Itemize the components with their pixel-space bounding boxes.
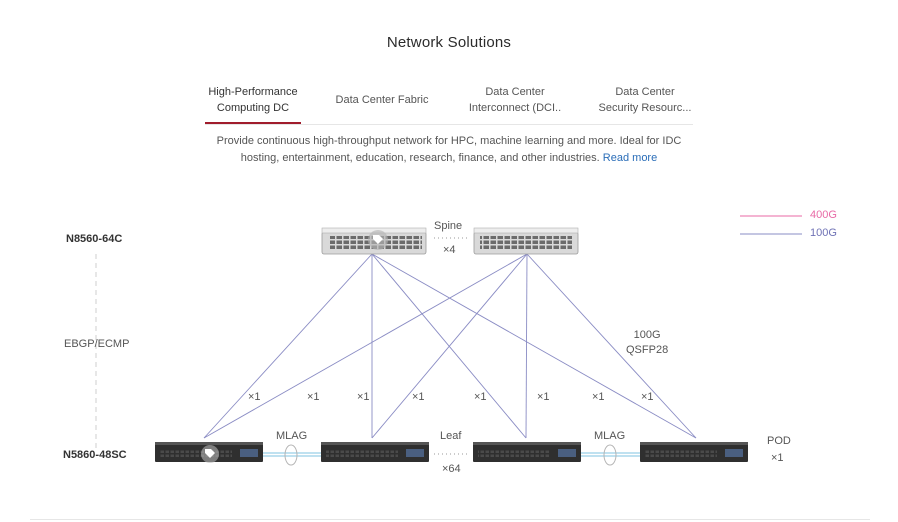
link-count-label: ×1 [537,391,550,403]
link-count-label: ×1 [248,391,261,403]
mlag-link-icon [263,444,321,466]
link-line [203,253,373,439]
leaf-switch-icon [640,442,748,462]
link-count-label: ×1 [474,391,487,403]
link-lines [203,253,697,439]
mlag-link-icon [581,444,640,466]
page-title: Network Solutions [386,34,512,51]
description-text: Provide continuous high-throughput netwo… [216,135,682,164]
link-line [203,253,528,439]
leaf-count: ×64 [442,463,461,475]
link-line [371,253,528,439]
mlag-label: MLAG [276,430,308,442]
leaf-switch-icon [155,442,263,463]
tab-data-center-security[interactable]: Data Center Security Resourc... [598,86,692,114]
link-count-label: ×1 [357,391,370,403]
network-topology-diagram: 400G 100G N8560-64C EBGP/ECMP N5860-48SC… [0,190,898,500]
tab-data-center-interconnect[interactable]: Data Center Interconnect (DCI.. [468,86,562,114]
leaf-switch-icon [473,442,581,462]
legend-100g-label: 100G [810,227,837,239]
solution-tabs: High-Performance Computing DC Data Cente… [205,78,693,125]
link-type-label: 100G QSFP28 [626,329,669,356]
link-line [526,253,697,439]
leaf-switch-icon [321,442,429,462]
section-divider [30,519,870,520]
spine-model-label: N8560-64C [66,233,123,245]
leaf-label: Leaf [440,430,462,442]
solution-description: Provide continuous high-throughput netwo… [200,133,698,167]
link-count-label: ×1 [592,391,605,403]
spine-label: Spine [434,220,463,232]
pod-label: POD [767,435,791,447]
read-more-link[interactable]: Read more [602,152,658,164]
legend-400g-label: 400G [810,209,837,221]
mlag-label: MLAG [594,430,626,442]
topology-svg [95,215,802,466]
spine-switch-icon [321,227,427,255]
link-line [371,253,697,439]
protocol-label: EBGP/ECMP [64,338,130,350]
leaf-model-label: N5860-48SC [63,449,127,461]
link-count-label: ×1 [307,391,320,403]
link-count-label: ×1 [412,391,425,403]
tab-data-center-fabric[interactable]: Data Center Fabric [335,94,429,106]
spine-switch-icon [473,227,579,255]
tab-high-performance-computing-dc[interactable]: High-Performance Computing DC [205,78,301,124]
pod-count: ×1 [771,452,784,464]
spine-count: ×4 [443,244,456,256]
link-line [525,253,528,439]
link-count-label: ×1 [641,391,654,403]
